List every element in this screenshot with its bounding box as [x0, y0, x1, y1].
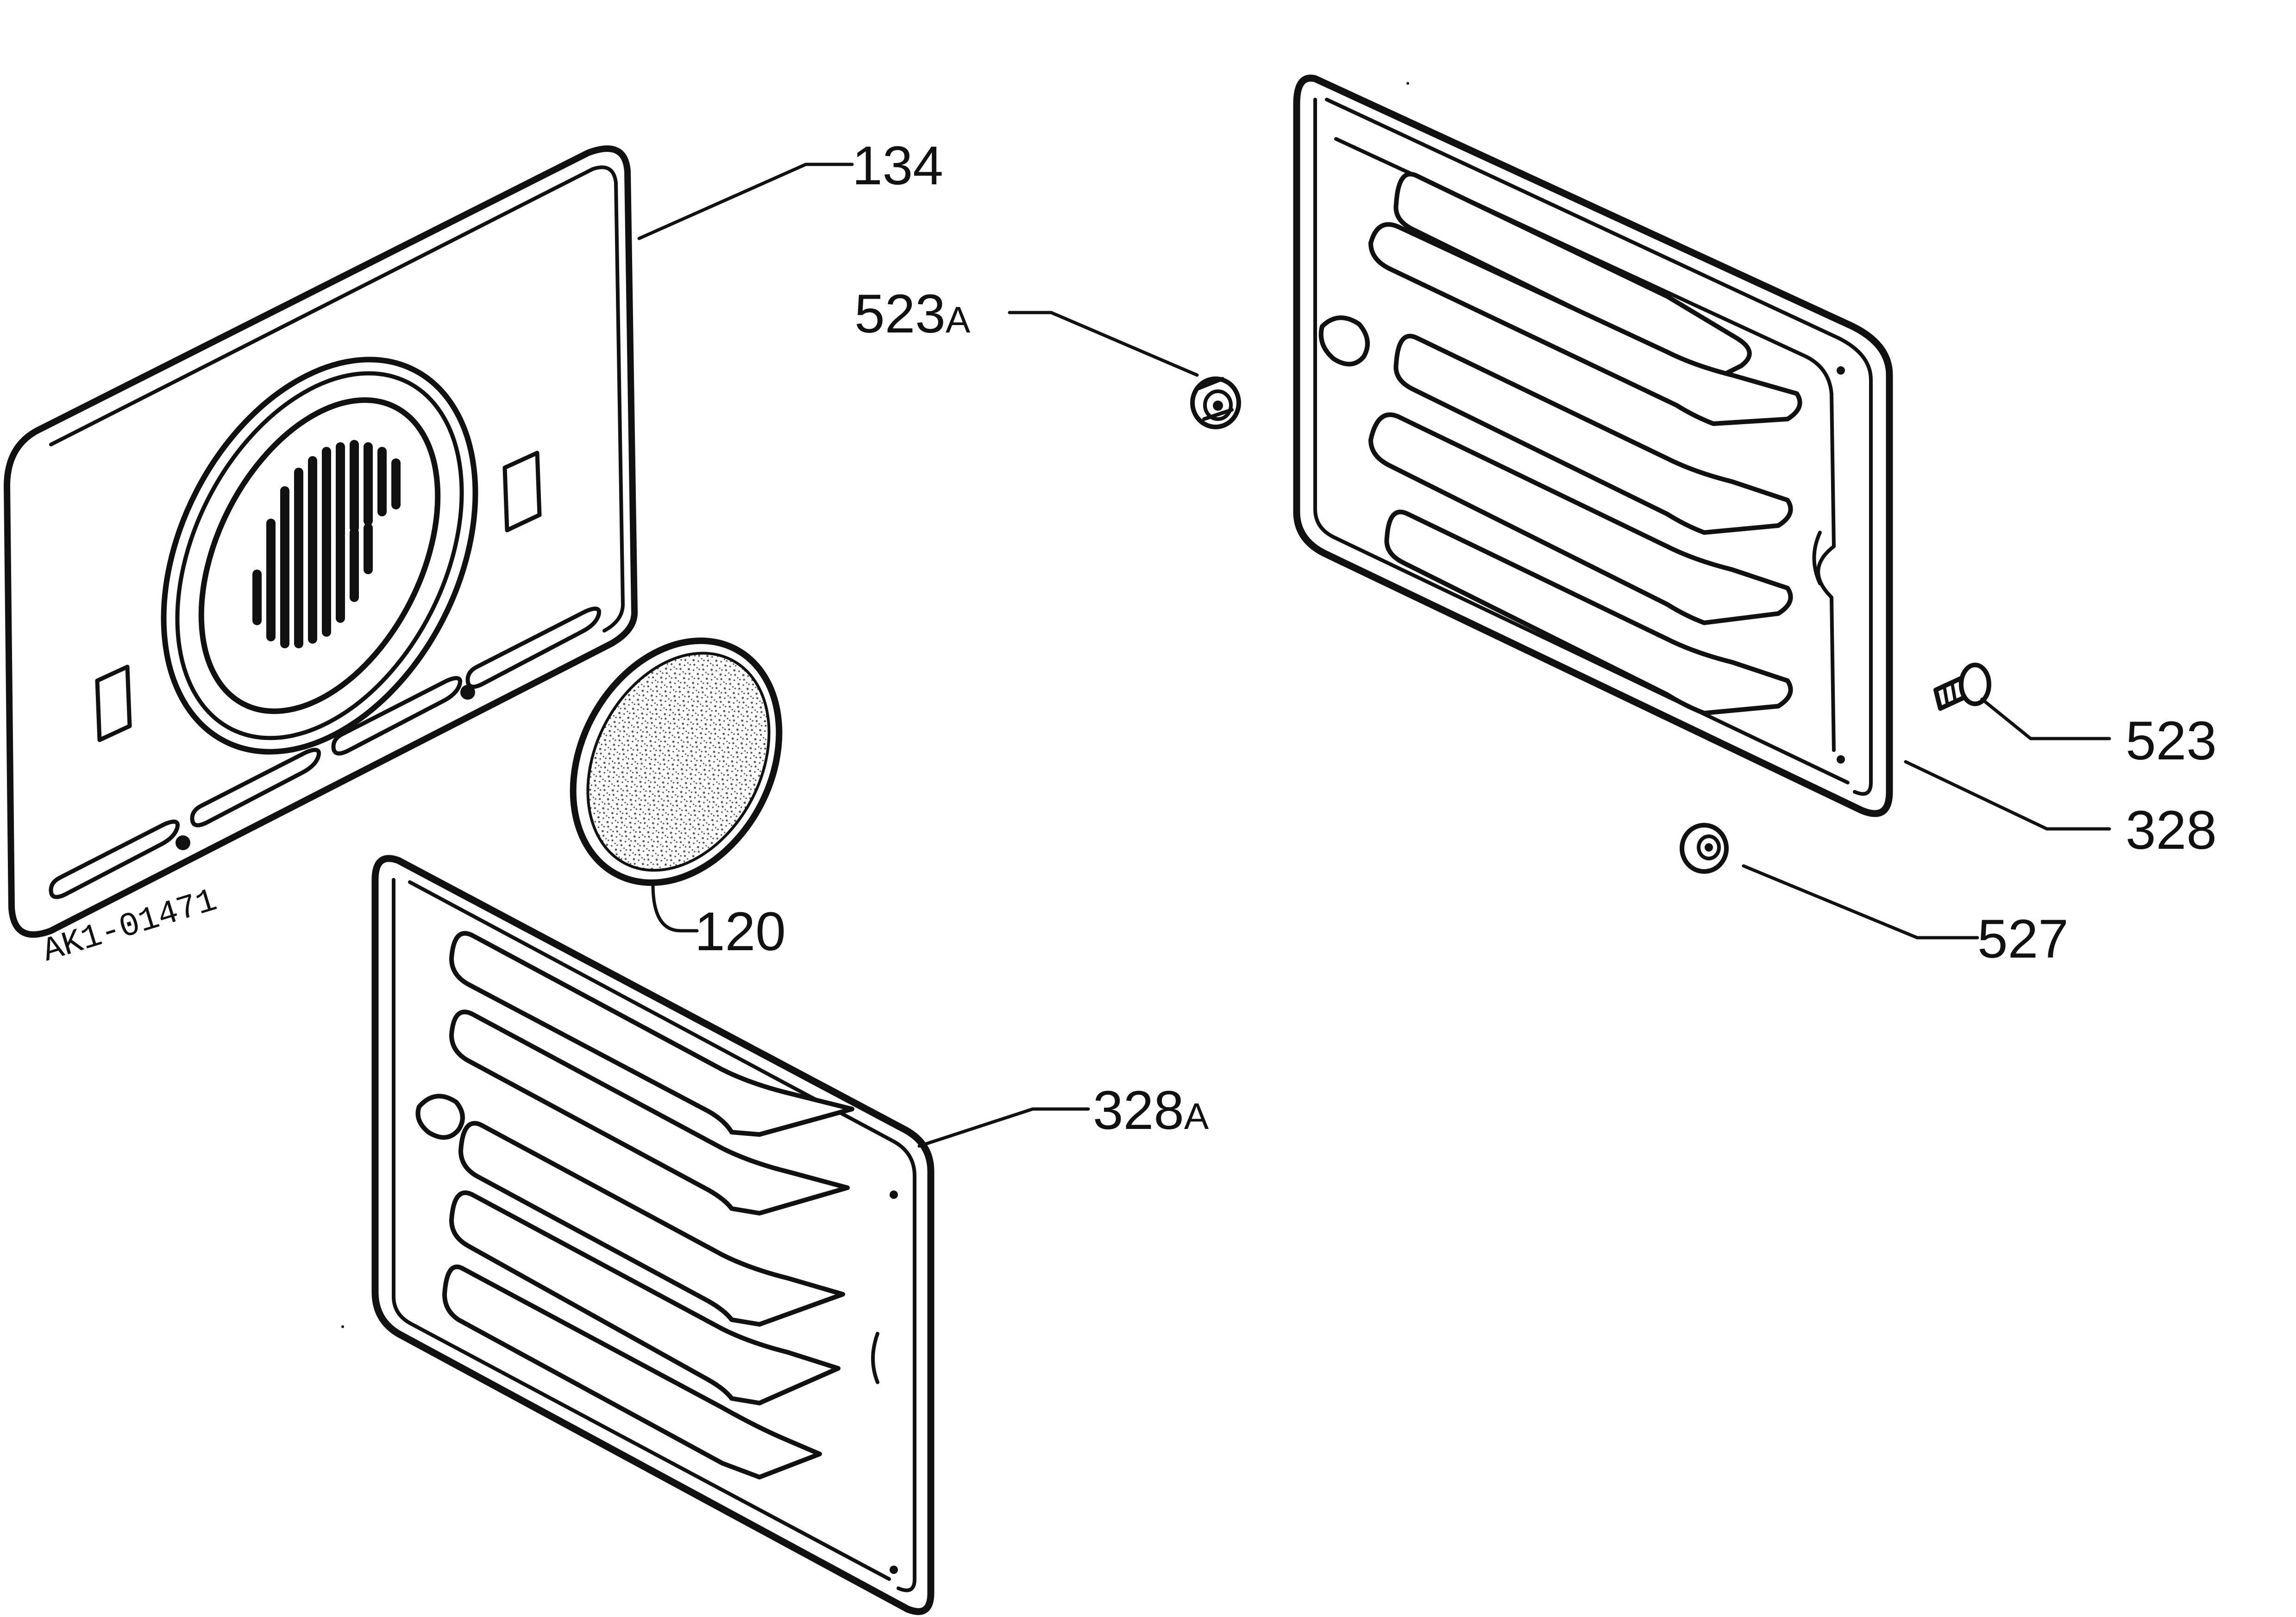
label-328: 328 [2126, 800, 2217, 861]
side-rack-328 [1293, 75, 1893, 817]
fan-cover-panel [4, 145, 638, 938]
label-134: 134 [852, 135, 943, 196]
vent-slots [49, 606, 601, 899]
grease-filter [570, 637, 783, 886]
square-hole [95, 664, 132, 742]
label-527: 527 [1977, 909, 2069, 970]
nut-527 [1680, 823, 1729, 874]
screw-523 [1933, 663, 1991, 711]
side-rack-328a [371, 855, 935, 1615]
fan-grille [161, 357, 478, 755]
label-328a: 328A [1093, 1080, 1209, 1141]
label-120: 120 [695, 901, 786, 962]
nut-523a [1190, 376, 1241, 429]
square-hole [502, 451, 542, 533]
label-523a: 523A [854, 283, 971, 345]
leader-lines [637, 163, 2111, 1148]
label-523: 523 [2126, 710, 2217, 771]
